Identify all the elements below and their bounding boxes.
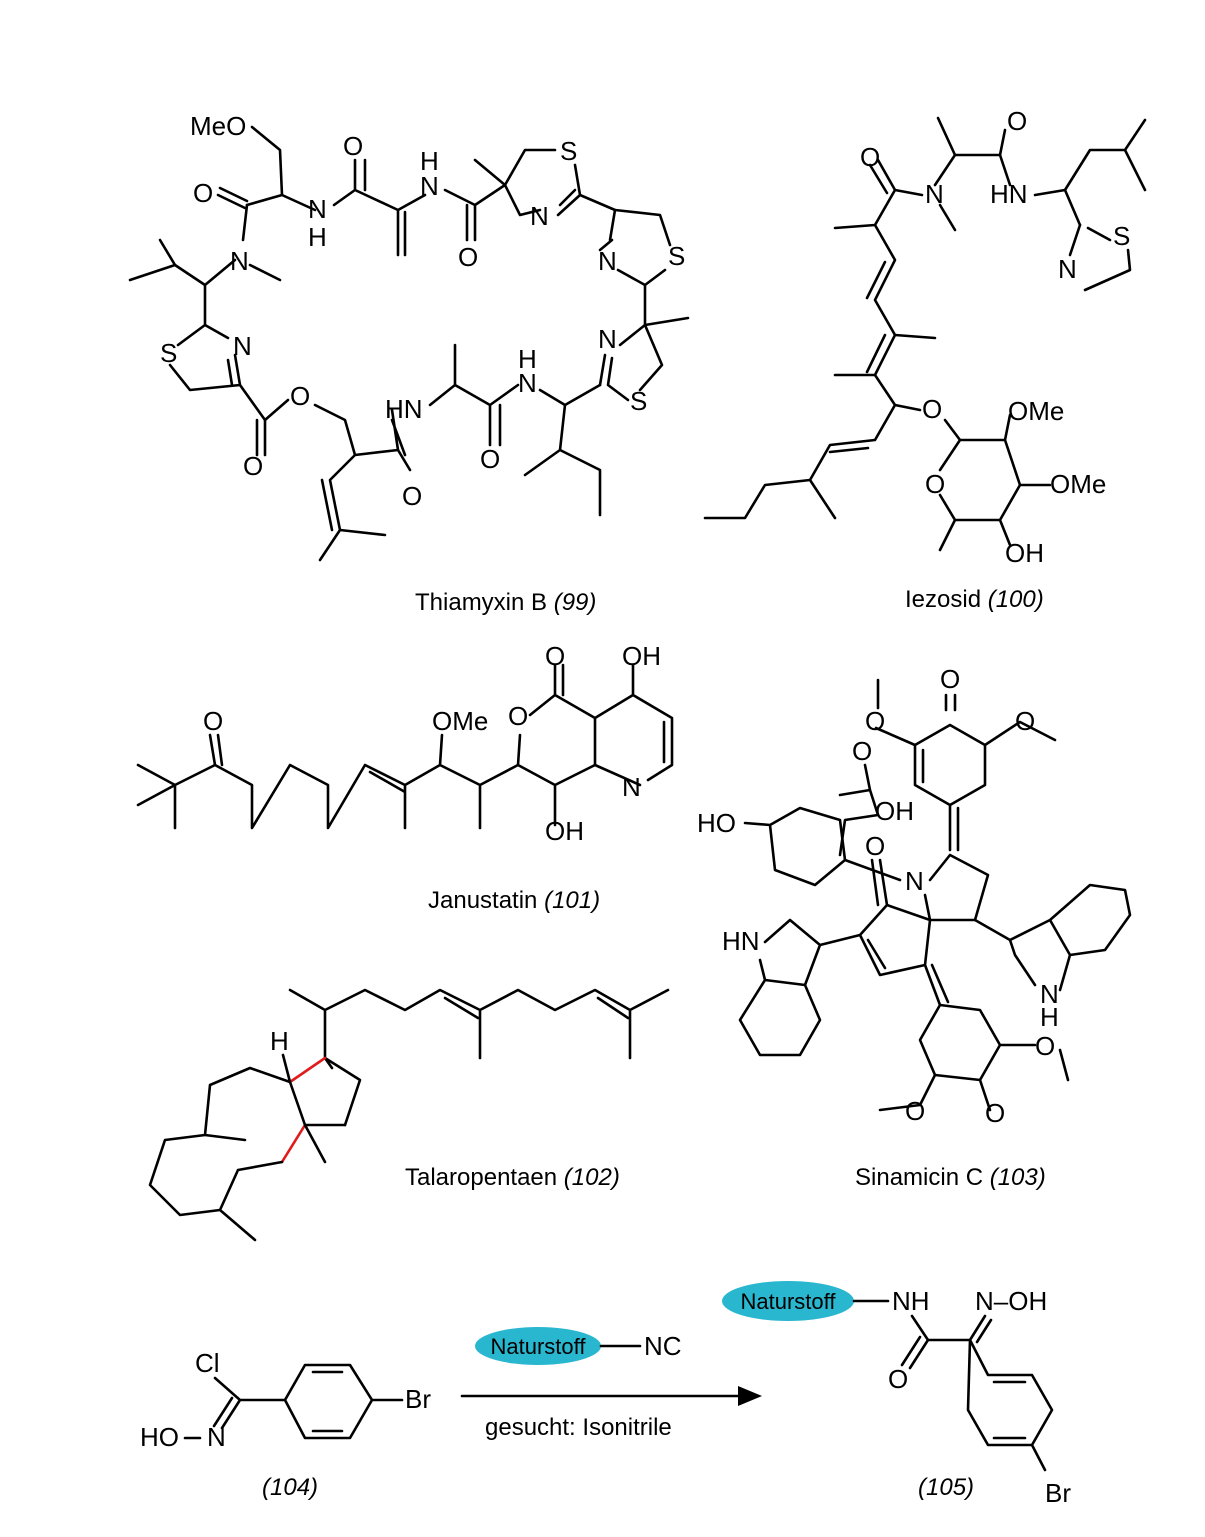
atom-h: H	[270, 1026, 289, 1056]
caption-iezosid: Iezosid (100)	[905, 586, 1044, 613]
atom-h: H	[1040, 1002, 1059, 1032]
atom-h: H	[308, 222, 327, 252]
atom-br: Br	[405, 1384, 431, 1414]
reagent-group: NC	[644, 1331, 682, 1361]
caption-thiamyxin-b: Thiamyxin B (99)	[415, 589, 596, 616]
atom-n: N	[622, 772, 641, 802]
atom-ome: OMe	[1008, 396, 1064, 426]
atom-o: O	[545, 641, 565, 671]
caption-talaropentaen: Talaropentaen (102)	[405, 1164, 620, 1191]
atom-h: H	[420, 146, 439, 176]
product-105: Naturstoff NH N–OH O Br	[722, 1281, 1071, 1508]
arrow-label: gesucht: Isonitrile	[485, 1414, 672, 1441]
atom-n: N	[207, 1422, 226, 1452]
structure-iezosid: O HN S N N O O OMe O OMe OH	[703, 106, 1147, 568]
atom-meo: MeO	[190, 111, 246, 141]
atom-s: S	[1113, 221, 1130, 251]
atom-o: O	[480, 444, 500, 474]
caption-sinamicin-c: Sinamicin C (103)	[855, 1164, 1046, 1191]
atom-o: O	[402, 481, 422, 511]
atom-hn: HN	[722, 926, 760, 956]
atom-n: N	[1040, 979, 1059, 1009]
atom-n: N	[598, 246, 617, 276]
reagent-isonitrile: Naturstoff NC	[475, 1327, 682, 1365]
atom-ome: OMe	[432, 706, 488, 736]
atom-s: S	[160, 338, 177, 368]
atom-s: S	[630, 386, 647, 416]
atom-h: H	[518, 344, 537, 374]
atom-o: O	[1035, 1031, 1055, 1061]
atom-o: O	[1015, 706, 1035, 736]
atom-oh: OH	[622, 641, 661, 671]
atom-n: N	[925, 179, 944, 209]
atom-n: N	[530, 201, 549, 231]
naturstoff-label: Naturstoff	[741, 1289, 837, 1314]
atom-hn: HN	[385, 394, 423, 424]
reaction-arrow	[460, 1386, 762, 1406]
atom-s: S	[668, 241, 685, 271]
atom-noh: N–OH	[975, 1286, 1047, 1316]
atom-o: O	[865, 706, 885, 736]
atom-n: N	[1058, 254, 1077, 284]
atom-n: N	[420, 171, 439, 201]
atom-o: O	[852, 736, 872, 766]
atom-ome: OMe	[1050, 469, 1106, 499]
atom-o: O	[1007, 106, 1027, 136]
atom-nh: NH	[892, 1286, 930, 1316]
structure-thiamyxin-b: MeO O N H O N H O N S S N N S N H	[128, 111, 690, 562]
structure-sinamicin-c: O O O O OH HO O N HN N H O O O	[697, 664, 1132, 1128]
reactant-104: Cl HO N Br	[140, 1348, 431, 1452]
atom-o: O	[922, 394, 942, 424]
atom-cl: Cl	[195, 1348, 220, 1378]
atom-o: O	[458, 242, 478, 272]
atom-o: O	[203, 706, 223, 736]
atom-o: O	[865, 831, 885, 861]
atom-n: N	[598, 324, 617, 354]
atom-s: S	[560, 136, 577, 166]
atom-o: O	[888, 1364, 908, 1394]
atom-o: O	[508, 701, 528, 731]
atom-ho: HO	[697, 808, 736, 838]
atom-hn: HN	[990, 179, 1028, 209]
atom-oh: OH	[1005, 538, 1044, 568]
caption-janustatin: Janustatin (101)	[428, 887, 600, 914]
atom-n: N	[230, 246, 249, 276]
naturstoff-pill	[722, 1281, 854, 1321]
atom-o: O	[860, 142, 880, 172]
structure-talaropentaen: H	[148, 988, 670, 1242]
label-105: (105)	[918, 1474, 974, 1501]
atom-o: O	[940, 664, 960, 694]
structure-janustatin: O OMe O OH O OH N	[136, 641, 674, 846]
atom-o: O	[343, 131, 363, 161]
atom-oh: OH	[545, 816, 584, 846]
atom-ho: HO	[140, 1422, 179, 1452]
atom-o: O	[905, 1096, 925, 1126]
atom-n: N	[518, 368, 537, 398]
atom-n: N	[233, 331, 252, 361]
atom-o: O	[925, 469, 945, 499]
atom-oh: OH	[875, 796, 914, 826]
atom-o: O	[985, 1098, 1005, 1128]
atom-o: O	[243, 451, 263, 481]
atom-n: N	[905, 866, 924, 896]
atom-n: N	[308, 194, 327, 224]
atom-o: O	[193, 178, 213, 208]
atom-br: Br	[1045, 1478, 1071, 1508]
naturstoff-label: Naturstoff	[491, 1334, 587, 1359]
label-104: (104)	[262, 1474, 318, 1501]
naturstoff-pill	[475, 1327, 601, 1365]
atom-o: O	[290, 381, 310, 411]
